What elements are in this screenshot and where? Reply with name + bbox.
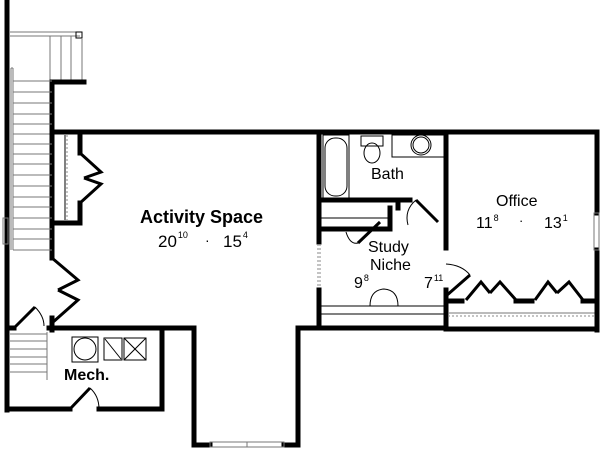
dim-ft: 7 — [424, 275, 433, 292]
dim-in: 10 — [177, 230, 188, 240]
dim-ft: 15 — [223, 232, 242, 251]
room-label-niche: Niche — [370, 257, 411, 274]
dimension-office-width: 118 — [476, 213, 499, 232]
staircase-upper — [2, 67, 52, 251]
dim-in: 11 — [433, 273, 444, 283]
dimension-separator: · — [205, 232, 210, 248]
room-label-bath: Bath — [371, 166, 404, 183]
dim-ft: 9 — [354, 275, 363, 292]
dimension-separator: · — [519, 213, 524, 228]
staircase-lower — [10, 332, 48, 380]
room-label-mech: Mech. — [64, 367, 110, 384]
closet-door-hall — [51, 256, 81, 292]
dimension-study-width: 98 — [354, 273, 369, 292]
dimension-activity-width: 2010 — [158, 230, 188, 251]
dim-ft: 11 — [476, 215, 493, 232]
dim-ft: 20 — [158, 232, 177, 251]
dimension-office-depth: 131 — [544, 213, 568, 232]
window-east — [593, 212, 600, 251]
dim-in: 4 — [242, 230, 248, 240]
landing-railing — [10, 31, 83, 80]
closet-left — [51, 131, 104, 226]
room-label-study: Study — [368, 239, 409, 256]
dim-in: 1 — [562, 213, 568, 223]
dimension-activity-depth: 154 — [223, 230, 248, 251]
dimension-study-depth: 711 — [424, 273, 444, 292]
mech-equipment — [71, 336, 147, 363]
room-label-office: Office — [496, 193, 538, 210]
room-label-activity-space: Activity Space — [140, 207, 264, 227]
dim-in: 8 — [363, 273, 369, 283]
dim-in: 8 — [493, 213, 499, 223]
dim-ft: 13 — [544, 215, 562, 232]
